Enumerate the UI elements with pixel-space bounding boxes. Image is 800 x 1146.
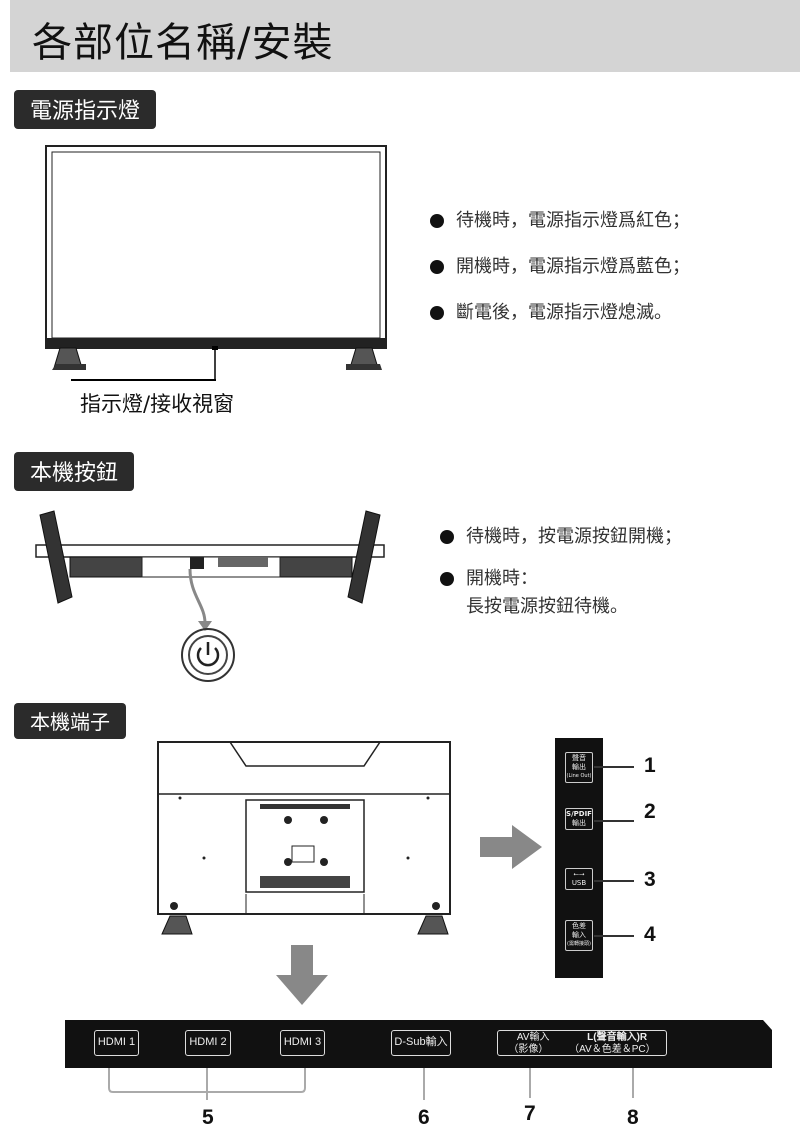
strip-background	[65, 1020, 772, 1068]
bullet-standby: 待機時，電源指示燈爲紅色；	[430, 207, 690, 235]
port-dsub: D-Sub輸入	[391, 1030, 451, 1056]
usb-icon: ⭠⭢	[573, 870, 585, 878]
page-title-bar: 各部位名稱/安裝	[10, 0, 800, 72]
port-usb-label: USB	[571, 879, 587, 887]
bullet-power-off: 斷電後，電源指示燈熄滅。	[430, 299, 690, 327]
section-label-buttons: 本機按鈕	[14, 452, 135, 491]
port-line-out-line2: 輸出	[572, 763, 586, 771]
power-button-icon	[181, 628, 235, 682]
section-label-power-indicator: 電源指示燈	[14, 90, 157, 129]
bullet-power-on: 開機時，電源指示燈爲藍色；	[430, 253, 690, 281]
port-number-6: 6	[418, 1106, 430, 1129]
port-component: 色差 輸入 (需轉接頭)	[565, 920, 593, 951]
bullet-hold-line2: 長按電源按鈕待機。	[466, 596, 628, 617]
tv-back-illustration	[157, 741, 451, 935]
tv-bottom-illustration	[35, 510, 385, 631]
buttons-bullets: 待機時，按電源按鈕開機； 開機時： 長按電源按鈕待機。	[440, 523, 682, 621]
port-number-1: 1	[644, 754, 656, 777]
port-line-out: 聲音 輸出 (Line Out)	[565, 752, 593, 783]
port-audio-line1: L(聲音輸入)R	[587, 1032, 648, 1043]
port-component-line1: 色差	[572, 922, 586, 930]
port-hdmi-1: HDMI 1	[94, 1030, 139, 1056]
leader-3	[594, 880, 634, 882]
port-number-5: 5	[202, 1106, 214, 1129]
bullet-hold-line1: 開機時：	[466, 568, 538, 589]
port-av-line1: AV輸入	[516, 1032, 550, 1043]
port-audio-line2: （AV＆色差＆PC）	[569, 1044, 656, 1055]
leader-2	[594, 820, 634, 822]
indicator-leader-line	[71, 379, 216, 381]
av-audio-row2: （影像） （AV＆色差＆PC）	[498, 1044, 666, 1056]
port-spdif-line2: 輸出	[572, 819, 586, 827]
port-hdmi-2: HDMI 2	[185, 1030, 231, 1056]
port-number-3: 3	[644, 868, 656, 891]
tv-front-illustration	[45, 145, 387, 380]
port-component-line2: 輸入	[572, 931, 586, 939]
port-av-audio: AV輸入 L(聲音輸入)R （影像） （AV＆色差＆PC）	[497, 1030, 667, 1056]
port-av-line2: （影像）	[508, 1044, 549, 1055]
port-spdif-line1: S/PDIF	[566, 810, 592, 818]
port-spdif: S/PDIF 輸出	[565, 808, 593, 830]
bottom-leaders	[108, 1068, 634, 1100]
port-number-7: 7	[524, 1102, 536, 1125]
section-label-terminals: 本機端子	[14, 703, 126, 739]
av-audio-row1: AV輸入 L(聲音輸入)R	[498, 1032, 666, 1044]
port-usb: ⭠⭢ USB	[565, 868, 593, 890]
page-title: 各部位名稱/安裝	[32, 20, 334, 66]
arrow-right-icon	[480, 825, 542, 869]
port-line-out-line1: 聲音	[572, 754, 586, 762]
port-number-2: 2	[644, 800, 656, 823]
side-port-panel: 聲音 輸出 (Line Out) S/PDIF 輸出 ⭠⭢ USB 色差 輸入 …	[555, 738, 603, 978]
indicator-caption: 指示燈/接收視窗	[80, 392, 235, 416]
leader-4	[594, 935, 634, 937]
bottom-port-strip: HDMI 1 HDMI 2 HDMI 3 D-Sub輸入 AV輸入 L(聲音輸入…	[65, 1020, 772, 1068]
bullet-hold-power: 開機時： 長按電源按鈕待機。	[440, 565, 682, 621]
port-component-note: (需轉接頭)	[567, 941, 591, 947]
power-indicator-bullets: 待機時，電源指示燈爲紅色； 開機時，電源指示燈爲藍色； 斷電後，電源指示燈熄滅。	[430, 207, 690, 327]
port-number-8: 8	[627, 1106, 639, 1129]
leader-1	[594, 766, 634, 768]
port-number-4: 4	[644, 923, 656, 946]
bullet-press-power: 待機時，按電源按鈕開機；	[440, 523, 682, 551]
port-line-out-note: (Line Out)	[566, 773, 592, 779]
arrow-down-icon	[276, 945, 328, 1005]
port-hdmi-3: HDMI 3	[280, 1030, 325, 1056]
